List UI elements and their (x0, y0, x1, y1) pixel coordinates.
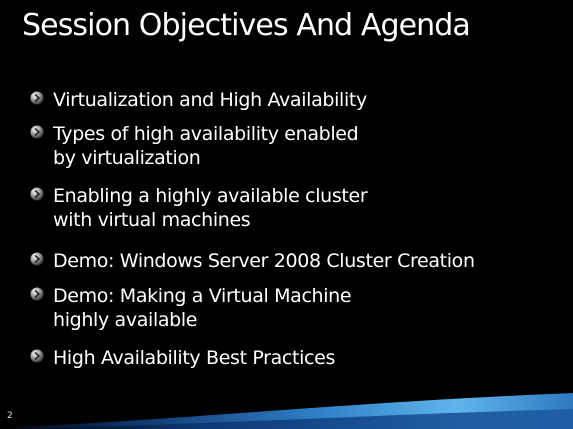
arrow-bullet-icon (30, 187, 44, 201)
agenda-item-text: Types of high availability enabled by vi… (53, 123, 359, 169)
arrow-bullet-icon (30, 91, 44, 105)
slide-title: Session Objectives And Agenda (22, 8, 471, 43)
agenda-item-text: Demo: Windows Server 2008 Cluster Creati… (53, 250, 475, 272)
agenda-item-text: Demo: Making a Virtual Machine highly av… (53, 285, 352, 331)
agenda-item-text: High Availability Best Practices (53, 347, 336, 369)
arrow-bullet-icon (30, 349, 44, 363)
footer-swoosh (0, 393, 573, 429)
slide-number: 2 (7, 411, 13, 421)
agenda-item-text: Enabling a highly available cluster with… (53, 185, 368, 231)
arrow-bullet-icon (30, 287, 44, 301)
arrow-bullet-icon (30, 125, 44, 139)
agenda-item-text: Virtualization and High Availability (53, 89, 367, 111)
arrow-bullet-icon (30, 252, 44, 266)
